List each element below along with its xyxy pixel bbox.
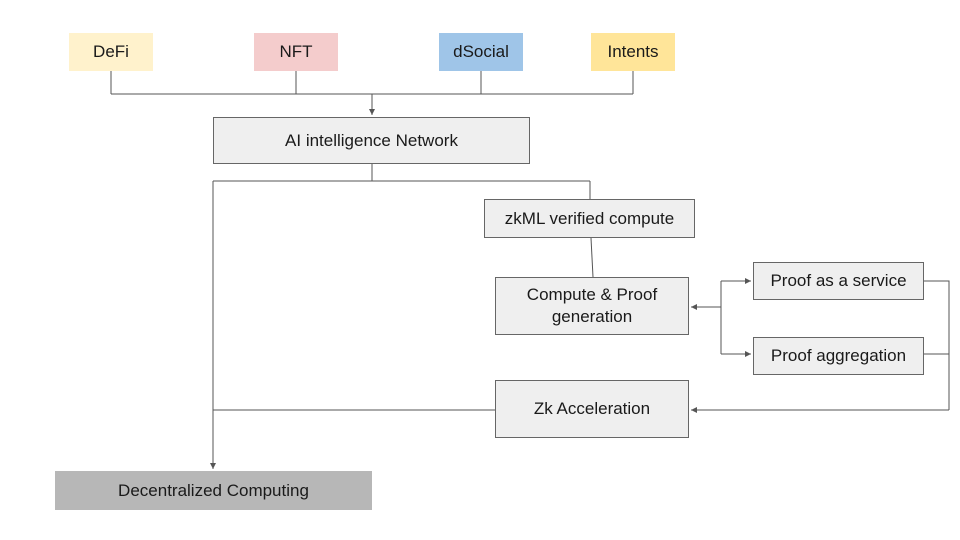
intents-label: Intents [607,42,659,61]
decentralized-computing-node: Decentralized Computing [55,471,372,510]
proof-as-a-service-label: Proof as a service [770,271,907,290]
zkml-verified-compute-label: zkML verified compute [504,208,675,228]
zk-acceleration-node: Zk Acceleration [495,380,689,438]
ai-intelligence-network-node: AI intelligence Network [213,117,530,164]
defi-label: DeFi [93,42,129,61]
defi-node: DeFi [69,33,153,71]
decentralized-computing-label: Decentralized Computing [118,480,309,500]
proof-aggregation-label: Proof aggregation [770,346,907,365]
ai-intelligence-network-label: AI intelligence Network [285,130,458,150]
nft-node: NFT [254,33,338,71]
dsocial-node: dSocial [439,33,523,71]
proof-as-a-service-node: Proof as a service [753,262,924,300]
zkml-verified-compute-node: zkML verified compute [484,199,695,238]
dsocial-label: dSocial [453,42,509,61]
zk-acceleration-label: Zk Acceleration [533,399,651,418]
intents-node: Intents [591,33,675,71]
compute-proof-label-line2: generation [551,307,633,326]
compute-proof-label-line1: Compute & Proof [526,285,658,304]
proof-aggregation-node: Proof aggregation [753,337,924,375]
compute-proof-generation-node: Compute & Proof generation [495,277,689,335]
connector-zkml-to-compute [590,237,594,278]
connector-proof-service-out [924,280,950,410]
nft-label: NFT [279,42,313,61]
